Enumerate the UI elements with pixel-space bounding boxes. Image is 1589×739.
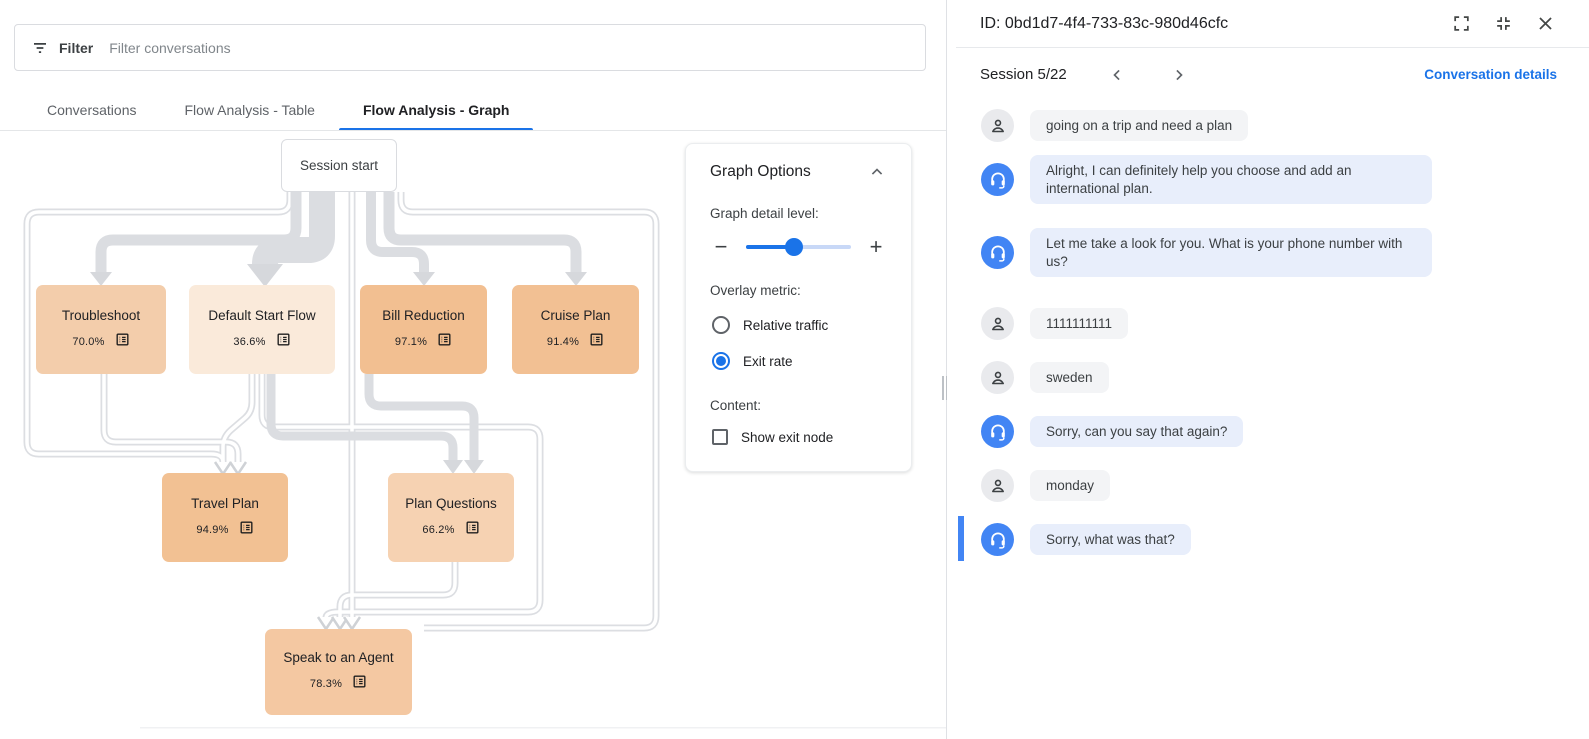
list-alt-icon[interactable] [239, 520, 254, 540]
tab-conversations[interactable]: Conversations [47, 102, 137, 118]
agent-avatar headset-icon [981, 523, 1014, 556]
exit-rate-value: 36.6% [233, 335, 266, 348]
message-row-agent[interactable]: Sorry, what was that? [958, 516, 1573, 561]
next-session-button chevron-right-icon[interactable] [1169, 65, 1189, 85]
exit-rate-value: 78.3% [309, 678, 343, 690]
close-button[interactable] [1535, 14, 1555, 34]
graph-node-troubleshoot[interactable]: Troubleshoot 70.0% [36, 285, 166, 374]
exit-rate-value: 66.2% [422, 523, 455, 536]
message-bubble: monday [1030, 469, 1111, 502]
message-bubble: Alright, I can definitely help you choos… [1030, 155, 1432, 204]
agent-avatar headset-icon [981, 236, 1014, 269]
graph-node-travel-plan[interactable]: Travel Plan 94.9% [162, 473, 288, 562]
graph-node-speak-to-an-agent[interactable]: Speak to an Agent 78.3% [265, 629, 412, 715]
collapse-chevron-up-icon[interactable] [867, 162, 887, 182]
message-row-agent[interactable]: Alright, I can definitely help you choos… [981, 155, 1573, 204]
list-alt-icon[interactable] [115, 332, 130, 352]
message-row-user[interactable]: sweden [981, 361, 1573, 394]
message-bubble: going on a trip and need a plan [1030, 109, 1249, 142]
agent-avatar headset-icon [981, 163, 1014, 196]
fullscreen-button[interactable] [1451, 14, 1471, 34]
user-avatar person-icon [981, 361, 1014, 394]
message-bubble: sweden [1030, 361, 1109, 394]
filter-input-placeholder[interactable]: Filter conversations [109, 39, 231, 56]
fullscreen-icon [1453, 16, 1469, 31]
filter-label: Filter [59, 39, 94, 56]
radio-relative-traffic[interactable]: Relative traffic [712, 316, 887, 334]
agent-avatar headset-icon [981, 415, 1014, 448]
conversation-detail-panel: ID: 0bd1d7-4f4-733-83c-980d46cfc Session… [956, 0, 1589, 739]
session-navigation: Session 5/22 Conversation details [956, 48, 1589, 101]
session-counter: Session 5/22 [980, 66, 1067, 83]
detail-panel-header: ID: 0bd1d7-4f4-733-83c-980d46cfc [956, 0, 1589, 48]
graph-node-bill-reduction[interactable]: Bill Reduction 97.1% [360, 285, 487, 374]
slider-thumb[interactable] [785, 238, 804, 256]
overlay-metric-label: Overlay metric: [710, 283, 801, 298]
panel-resize-handle[interactable] [942, 376, 950, 400]
flow-analysis-panel: Filter Filter conversations Conversation… [0, 0, 946, 739]
user-avatar person-icon [981, 307, 1014, 340]
graph-options-title: Graph Options [710, 163, 811, 180]
close-icon [1538, 17, 1552, 30]
graph-node-cruise-plan[interactable]: Cruise Plan 91.4% [512, 285, 639, 374]
flow-graph-canvas[interactable]: Session start Troubleshoot 70.0% Default… [0, 130, 946, 739]
filter-icon [34, 42, 46, 53]
message-row-user[interactable]: monday [981, 469, 1573, 502]
tab-flow-analysis-graph[interactable]: Flow Analysis - Graph [338, 90, 534, 131]
graph-options-card: Graph Options Graph detail level: − + Ov… [685, 143, 912, 472]
radio-selected-icon [712, 352, 730, 370]
slider-fill [746, 245, 795, 249]
active-tab-underline [338, 128, 534, 131]
checkbox-unchecked-icon [712, 429, 728, 445]
graph-node-default-start-flow[interactable]: Default Start Flow 36.6% [189, 285, 335, 374]
tab-bar: Conversations Flow Analysis - Table Flow… [23, 90, 534, 131]
list-alt-icon[interactable] [276, 332, 291, 352]
list-alt-icon[interactable] [437, 332, 452, 352]
message-bubble: Sorry, what was that? [1030, 523, 1191, 556]
panel-divider [946, 0, 947, 739]
exit-rate-value: 97.1% [394, 335, 428, 348]
conversation-id-title: ID: 0bd1d7-4f4-733-83c-980d46cfc [980, 14, 1229, 32]
graph-node-plan-questions[interactable]: Plan Questions 66.2% [388, 473, 514, 562]
user-avatar person-icon [981, 469, 1014, 502]
radio-unselected-icon [712, 316, 730, 334]
content-label: Content: [710, 398, 762, 413]
message-bubble: Sorry, can you say that again? [1030, 415, 1244, 448]
user-avatar person-icon [981, 109, 1014, 142]
graph-node-session-start[interactable]: Session start [281, 139, 397, 192]
previous-session-button chevron-left-icon[interactable] [1107, 65, 1127, 85]
message-bubble: 1111111111 [1030, 307, 1129, 340]
checkbox-show-exit-node[interactable]: Show exit node [712, 429, 887, 445]
exit-rate-value: 94.9% [196, 523, 229, 536]
message-row-user[interactable]: 1111111111 [981, 307, 1573, 340]
list-alt-icon[interactable] [352, 674, 367, 694]
exit-fullscreen-button[interactable] [1493, 14, 1513, 34]
filter-bar[interactable]: Filter Filter conversations [14, 24, 926, 71]
graph-detail-level-label: Graph detail level: [710, 206, 819, 221]
tabs-divider [0, 130, 946, 131]
fullscreen-exit-icon [1496, 17, 1510, 30]
message-row-user[interactable]: going on a trip and need a plan [981, 109, 1573, 142]
graph-detail-slider[interactable] [746, 238, 851, 256]
message-row-agent[interactable]: Sorry, can you say that again? [981, 415, 1573, 448]
tab-flow-analysis-table[interactable]: Flow Analysis - Table [184, 102, 315, 118]
list-alt-icon[interactable] [589, 332, 604, 352]
slider-decrease-button[interactable]: − [714, 234, 728, 259]
selected-message-indicator [958, 516, 964, 561]
message-row-agent[interactable]: Let me take a look for you. What is your… [981, 228, 1573, 277]
flow-graph-edges [23, 192, 946, 729]
slider-increase-button[interactable]: + [869, 234, 883, 259]
conversation-details-link[interactable]: Conversation details [1424, 67, 1557, 82]
message-bubble: Let me take a look for you. What is your… [1030, 228, 1432, 277]
list-alt-icon[interactable] [465, 520, 480, 540]
exit-rate-value: 70.0% [72, 335, 105, 348]
radio-exit-rate[interactable]: Exit rate [712, 352, 887, 370]
exit-rate-value: 91.4% [546, 335, 580, 348]
